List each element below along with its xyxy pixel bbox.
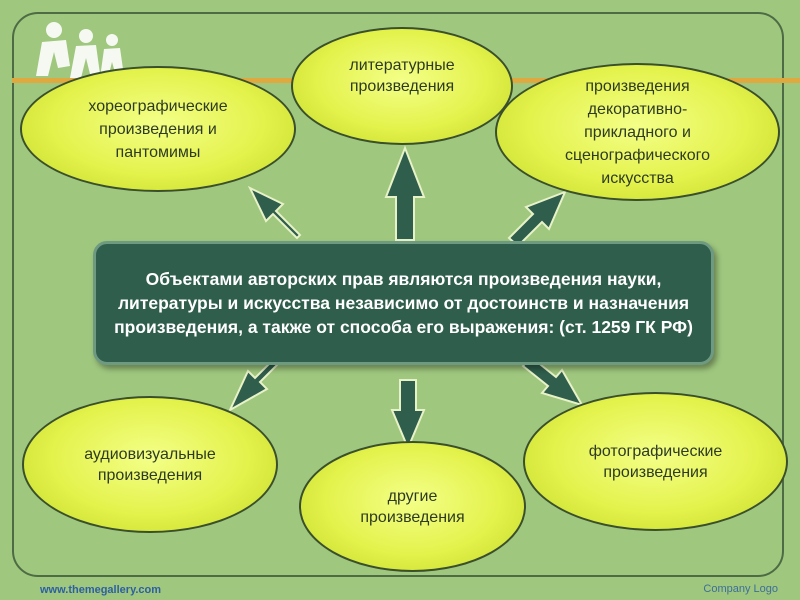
- node-photographic-label: фотографические произведения: [588, 442, 723, 481]
- node-decorative-label: произведения декоративно-прикладного и с…: [564, 77, 711, 187]
- arrow-up-literary: [384, 145, 426, 241]
- node-decorative: произведения декоративно-прикладного и с…: [495, 63, 780, 201]
- arrow-down-left-audiovisual: [227, 356, 282, 413]
- node-literary: литературные произведения: [291, 27, 513, 145]
- node-choreographic: хореографические произведения и пантомим…: [20, 66, 296, 192]
- arrow-up-right-decorative: [507, 190, 567, 248]
- footer-company-logo: Company Logo: [703, 583, 778, 595]
- node-other-label: другие произведения: [360, 487, 465, 526]
- people-logo-icon: [36, 22, 124, 78]
- center-statement-text: Объектами авторских прав являются произв…: [114, 269, 693, 337]
- slide-frame: [12, 12, 784, 577]
- arrow-up-left-choreographic: [247, 185, 302, 240]
- node-literary-label: литературные произведения: [349, 57, 455, 95]
- node-photographic: фотографические произведения: [523, 392, 788, 531]
- node-choreographic-label: хореографические произведения и пантомим…: [88, 97, 228, 161]
- arrow-down-other: [390, 379, 426, 451]
- node-audiovisual-label: аудиовизуальные произведения: [84, 445, 216, 484]
- node-other: другие произведения: [299, 441, 526, 572]
- center-statement: Объектами авторских прав являются произв…: [93, 241, 714, 365]
- node-audiovisual: аудиовизуальные произведения: [22, 396, 278, 533]
- footer-url[interactable]: www.themegallery.com: [40, 584, 162, 596]
